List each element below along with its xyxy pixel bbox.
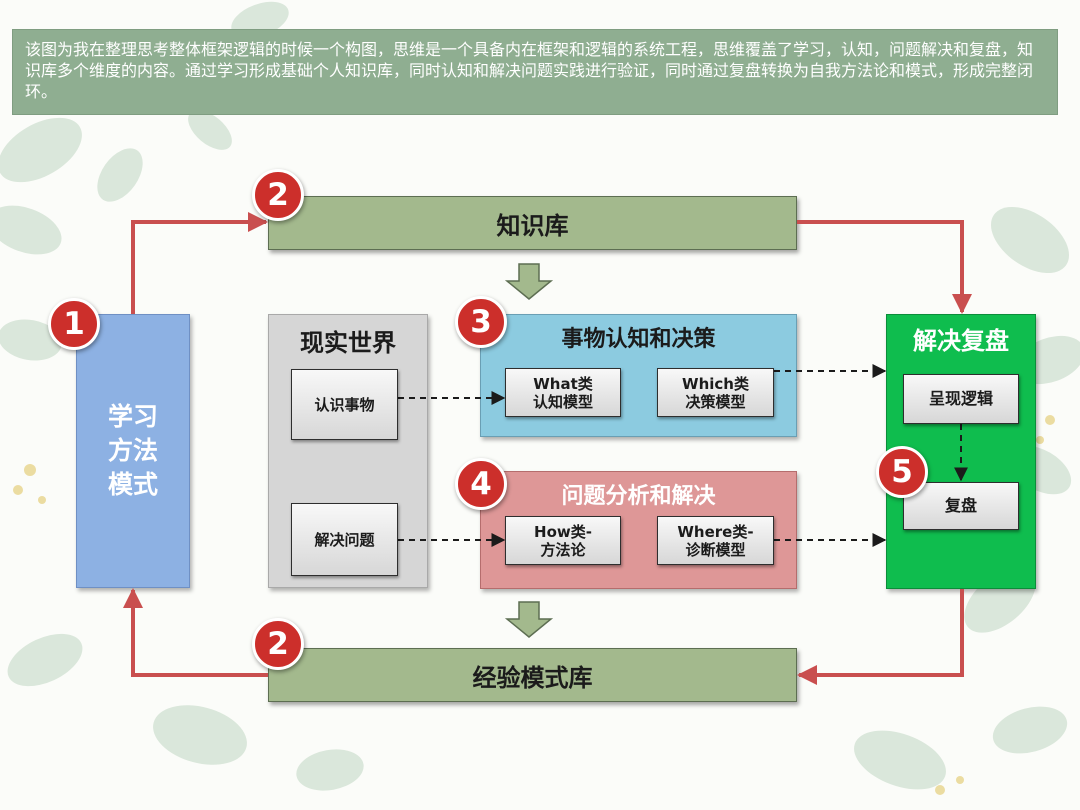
problem-title: 问题分析和解决 — [561, 484, 716, 509]
badge-experience-base: 2 — [252, 618, 304, 670]
review-title: 解决复盘 — [913, 327, 1009, 355]
what-model-line1: What类 — [533, 374, 593, 393]
review-item-box: 复盘 — [903, 482, 1019, 530]
recognize-things-box: 认识事物 — [291, 369, 398, 440]
where-model-box: Where类-诊断模型 — [657, 516, 774, 565]
how-method-box: How类-方法论 — [505, 516, 621, 565]
how-method-line1: How类- — [534, 522, 592, 541]
how-method-line2: 方法论 — [540, 540, 586, 559]
description-text: 该图为我在整理思考整体框架逻辑的时候一个构图，思维是一个具备内在框架和逻辑的系统… — [25, 40, 1034, 101]
badge-knowledge-base: 2 — [252, 169, 304, 221]
badge-review: 5 — [876, 446, 928, 498]
what-model-line2: 认知模型 — [532, 392, 593, 411]
knowledge-base-label: 知识库 — [496, 211, 569, 240]
solve-problems-box: 解决问题 — [291, 503, 398, 576]
badge-cognition: 3 — [455, 296, 507, 348]
solve-problems-label: 解决问题 — [314, 530, 375, 549]
learning-method-box: 学习方法模式 — [76, 314, 190, 588]
which-model-box: Which类决策模型 — [657, 368, 774, 417]
what-model-box: What类认知模型 — [505, 368, 621, 417]
which-model-line1: Which类 — [682, 374, 749, 393]
badge-problem: 4 — [455, 458, 507, 510]
description-box: 该图为我在整理思考整体框架逻辑的时候一个构图，思维是一个具备内在框架和逻辑的系统… — [12, 29, 1058, 115]
present-logic-label: 呈现逻辑 — [928, 389, 993, 408]
recognize-things-label: 认识事物 — [314, 395, 375, 414]
present-logic-box: 呈现逻辑 — [903, 374, 1019, 424]
badge-learning: 1 — [48, 298, 100, 350]
which-model-line2: 决策模型 — [685, 392, 746, 411]
where-model-line1: Where类- — [677, 522, 754, 541]
experience-base-label: 经验模式库 — [472, 663, 593, 692]
experience-base-bar: 经验模式库 — [268, 648, 797, 702]
reality-title: 现实世界 — [300, 329, 396, 357]
learning-method-label: 学习方法模式 — [107, 402, 158, 499]
knowledge-base-bar: 知识库 — [268, 196, 797, 250]
review-item-label: 复盘 — [944, 496, 977, 515]
cognition-title: 事物认知和决策 — [561, 327, 716, 352]
where-model-line2: 诊断模型 — [685, 540, 746, 559]
